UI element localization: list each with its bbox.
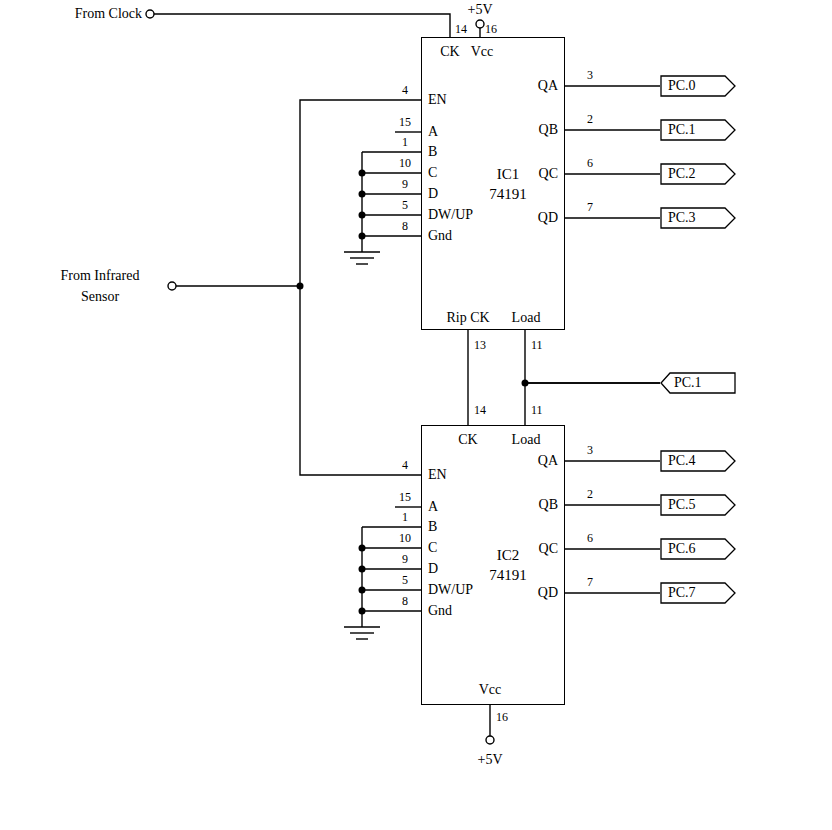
signal-label: QA	[538, 453, 558, 468]
signal-label: +5V	[477, 752, 502, 767]
port-name: PC.4	[668, 453, 696, 469]
port-name: PC.3	[668, 210, 696, 226]
pin-number: 4	[402, 84, 408, 97]
pin-number: 8	[402, 220, 408, 233]
port-tag: PC.0	[660, 75, 736, 97]
wire	[565, 461, 660, 462]
pin-number: 13	[474, 339, 486, 352]
signal-label: From Clock	[75, 6, 142, 21]
pin-number: 16	[496, 711, 508, 724]
signal-label: DW/UP	[428, 582, 473, 597]
pin-number: 1	[402, 136, 408, 149]
signal-label: D	[428, 186, 438, 201]
port-name: PC.6	[668, 541, 696, 557]
port-name: PC.1	[668, 122, 696, 138]
chip-label: 74191	[489, 184, 527, 204]
wire	[565, 505, 660, 506]
pin-number: 8	[402, 595, 408, 608]
port-name: PC.2	[668, 166, 696, 182]
port-tag: PC.5	[660, 494, 736, 516]
pin-number: 11	[531, 404, 543, 417]
signal-label: QD	[538, 210, 558, 225]
pin-number: 16	[485, 23, 497, 36]
pin-number: 1	[402, 511, 408, 524]
signal-label: DW/UP	[428, 207, 473, 222]
signal-label: QD	[538, 585, 558, 600]
wire	[565, 130, 660, 131]
signal-label: EN	[428, 467, 447, 482]
pin-number: 6	[587, 532, 593, 545]
wire	[468, 330, 469, 425]
signal-label: Vcc	[471, 44, 494, 59]
signal-label: CK	[458, 432, 477, 447]
wire	[565, 86, 660, 87]
port-tag: PC.1	[660, 372, 736, 394]
port-tag: PC.2	[660, 163, 736, 185]
pin-number: 11	[531, 339, 543, 352]
pin-number: 3	[587, 69, 593, 82]
signal-label: B	[428, 144, 437, 159]
pin-number: 7	[587, 576, 593, 589]
signal-label: B	[428, 519, 437, 534]
pin-number: 3	[587, 444, 593, 457]
pin-number: 6	[587, 157, 593, 170]
pin-number: 7	[587, 201, 593, 214]
pin-number: 9	[402, 553, 408, 566]
signal-label: EN	[428, 92, 447, 107]
pin-number: 2	[587, 488, 593, 501]
wire	[565, 218, 660, 219]
signal-label: QA	[538, 78, 558, 93]
signal-label: Rip CK	[446, 310, 489, 325]
port-tag: PC.1	[660, 119, 736, 141]
signal-label: D	[428, 561, 438, 576]
signal-label: A	[428, 124, 438, 139]
port-tag: PC.3	[660, 207, 736, 229]
wire	[565, 549, 660, 550]
port-tag: PC.7	[660, 582, 736, 604]
pin-number: 5	[402, 199, 408, 212]
chip-label: 74191	[489, 565, 527, 585]
pin-number: 14	[474, 404, 486, 417]
signal-label: Vcc	[479, 682, 502, 697]
port-tag: PC.4	[660, 450, 736, 472]
port-name: PC.5	[668, 497, 696, 513]
pin-number: 15	[399, 491, 411, 504]
signal-label: QB	[539, 497, 558, 512]
port-name: PC.1	[674, 375, 702, 391]
pin-number: 14	[455, 23, 467, 36]
pin-number: 4	[402, 459, 408, 472]
pin-number: 2	[587, 113, 593, 126]
wire	[565, 593, 660, 594]
pin-number: 5	[402, 574, 408, 587]
pin-number: 10	[399, 157, 411, 170]
port-tag: PC.6	[660, 538, 736, 560]
port-name: PC.7	[668, 585, 696, 601]
signal-label: QB	[539, 122, 558, 137]
signal-label: A	[428, 499, 438, 514]
signal-label: Gnd	[428, 603, 452, 618]
wire	[565, 174, 660, 175]
pin-number: 15	[399, 116, 411, 129]
signal-label: C	[428, 165, 437, 180]
chip-label: IC2	[497, 545, 520, 565]
pin-number: 9	[402, 178, 408, 191]
pin-number: 10	[399, 532, 411, 545]
signal-label: QC	[539, 541, 558, 556]
port-name: PC.0	[668, 78, 696, 94]
signal-label: +5V	[467, 2, 492, 17]
signal-label: Gnd	[428, 228, 452, 243]
chip-label: IC1	[497, 164, 520, 184]
signal-label: QC	[539, 166, 558, 181]
signal-label: Load	[512, 310, 541, 325]
wire	[525, 330, 660, 383]
wire	[525, 383, 660, 425]
signal-label: From Infrared Sensor	[45, 265, 155, 307]
signal-label: C	[428, 540, 437, 555]
signal-label: CK	[440, 44, 459, 59]
signal-label: Load	[512, 432, 541, 447]
